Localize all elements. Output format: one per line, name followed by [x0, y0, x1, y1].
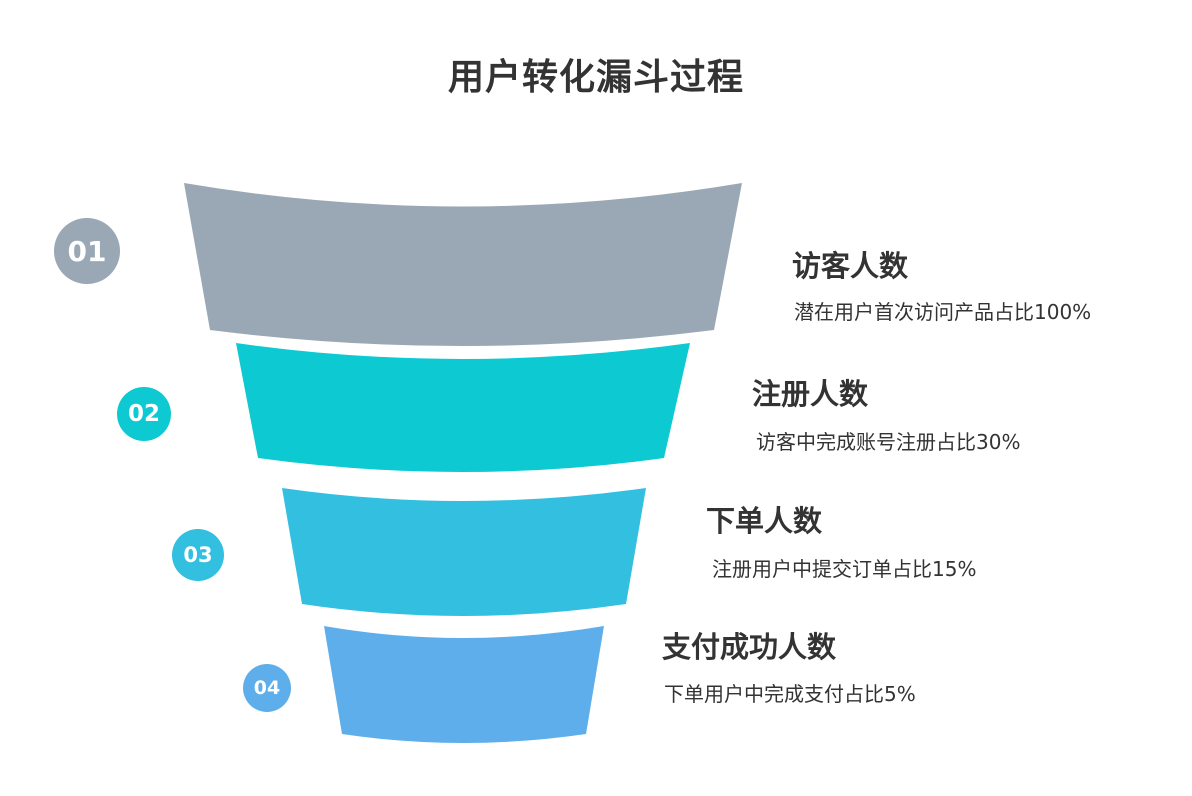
stage-description: 下单用户中完成支付占比5% — [664, 682, 916, 706]
funnel-segment-visitors — [184, 183, 742, 346]
stage-number-badge: 02 — [117, 387, 171, 441]
stage-number-badge: 01 — [54, 218, 120, 284]
stage-description: 潜在用户首次访问产品占比100% — [794, 300, 1092, 324]
stage-title: 支付成功人数 — [662, 630, 837, 664]
stage-number-badge: 03 — [172, 529, 224, 581]
diagram-title: 用户转化漏斗过程 — [447, 57, 744, 98]
funnel-segment-orders — [282, 488, 646, 616]
funnel-segment-registrations — [236, 343, 690, 472]
stage-title: 注册人数 — [752, 377, 869, 411]
stage-description: 注册用户中提交订单占比15% — [712, 557, 977, 581]
stage-description: 访客中完成账号注册占比30% — [756, 430, 1021, 454]
stage-title: 访客人数 — [792, 249, 909, 283]
stage-number-badge: 04 — [243, 664, 291, 712]
stage-title: 下单人数 — [706, 504, 823, 538]
funnel-segment-payments — [324, 626, 604, 743]
